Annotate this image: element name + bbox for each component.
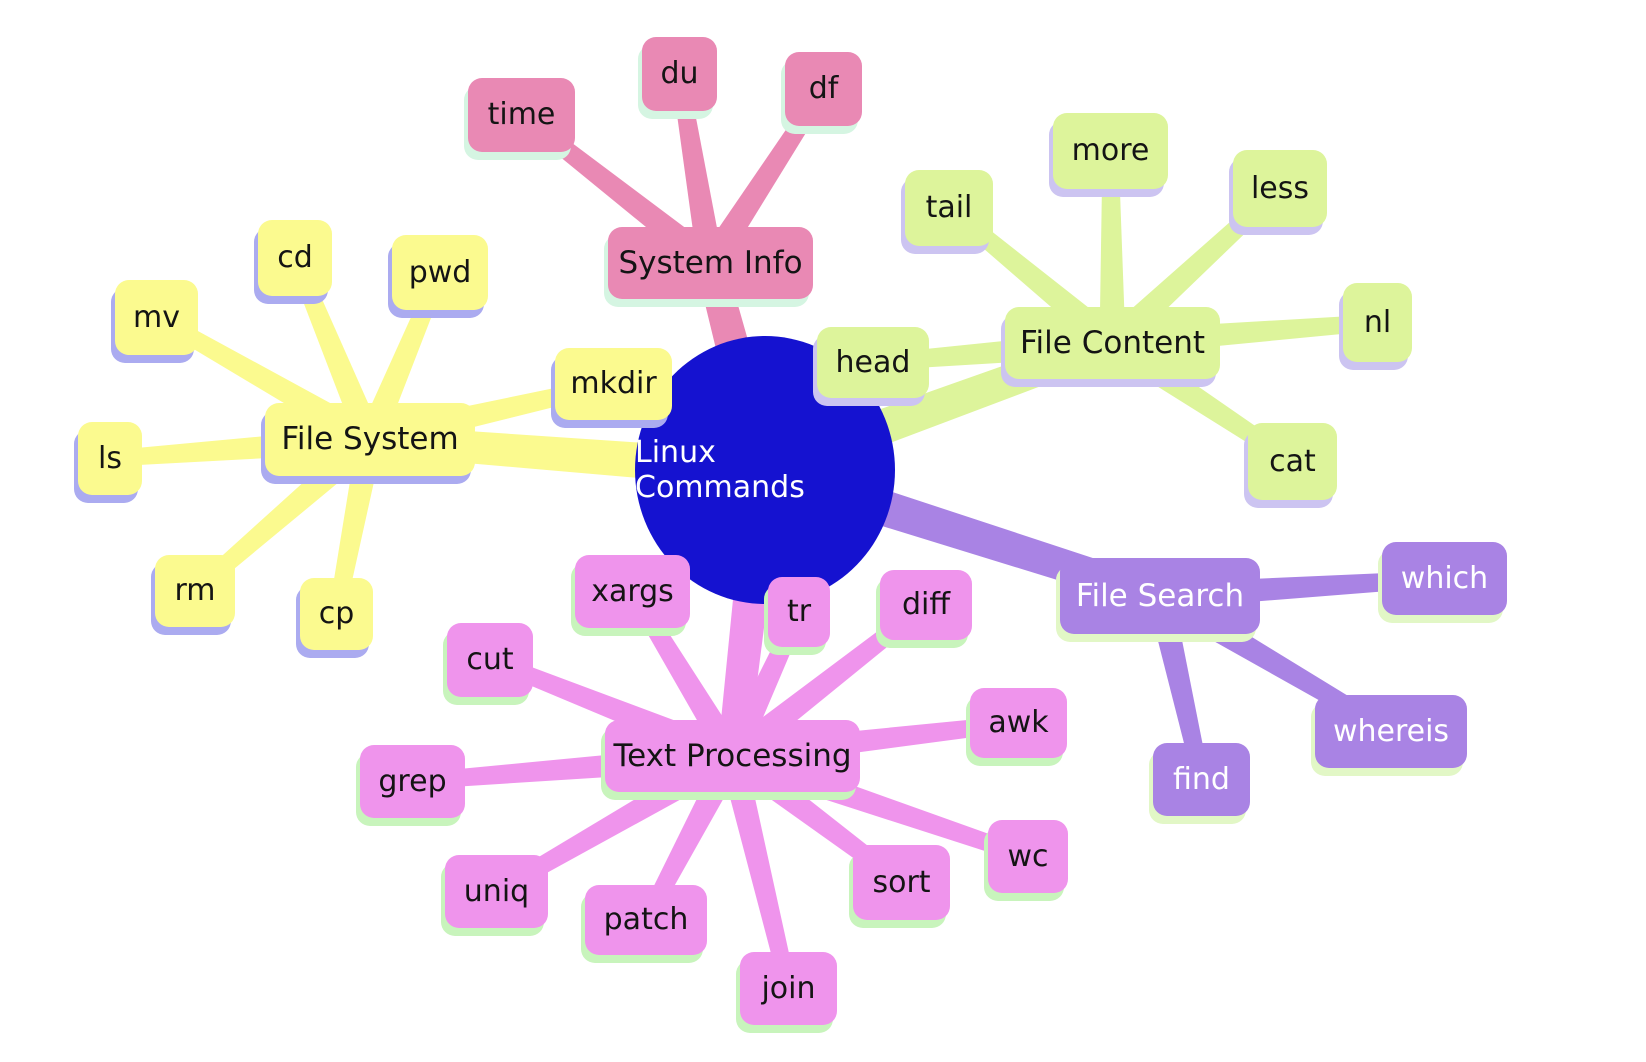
leaf-node-cp[interactable]: cp (300, 578, 373, 650)
more-label: more (1071, 133, 1150, 168)
mv-label: mv (133, 299, 180, 335)
leaf-node-ls[interactable]: ls (78, 422, 142, 495)
diff-label: diff (901, 587, 951, 622)
cd-label: cd (277, 240, 313, 275)
leaf-node-cd[interactable]: cd (258, 220, 332, 296)
grep-label: grep (378, 763, 447, 799)
edge-text-processing-patch (638, 749, 744, 924)
edge-system-info-du (671, 72, 724, 266)
leaf-node-pwd[interactable]: pwd (392, 235, 488, 310)
which-label: which (1400, 560, 1489, 596)
branch-node-system-info[interactable]: System Info (608, 227, 813, 299)
leaf-node-du[interactable]: du (642, 37, 717, 111)
awk-label: awk (988, 705, 1049, 740)
sort-label: sort (872, 864, 931, 900)
leaf-node-mkdir[interactable]: mkdir (555, 348, 672, 420)
time-label: time (487, 97, 556, 132)
wc-label: wc (1007, 838, 1049, 874)
file-system-label: File System (281, 421, 459, 457)
leaf-node-uniq[interactable]: uniq (445, 855, 548, 928)
file-search-label: File Search (1075, 577, 1245, 614)
ls-label: ls (98, 440, 122, 476)
leaf-node-tail[interactable]: tail (905, 170, 993, 246)
tail-label: tail (925, 190, 973, 225)
leaf-node-rm[interactable]: rm (155, 555, 235, 627)
edge-text-processing-join (719, 753, 797, 991)
join-label: join (761, 970, 816, 1006)
leaf-node-less[interactable]: less (1233, 150, 1327, 227)
leaf-node-nl[interactable]: nl (1343, 283, 1412, 362)
leaf-node-find[interactable]: find (1153, 743, 1250, 816)
leaf-node-grep[interactable]: grep (360, 745, 465, 818)
leaf-node-xargs[interactable]: xargs (575, 555, 690, 628)
leaf-node-sort[interactable]: sort (853, 845, 950, 920)
cut-label: cut (466, 642, 514, 677)
df-label: df (808, 71, 839, 106)
edge-text-processing-xargs (625, 587, 744, 763)
pwd-label: pwd (408, 254, 472, 290)
leaf-node-head[interactable]: head (817, 327, 929, 398)
leaf-node-cat[interactable]: cat (1248, 423, 1337, 500)
edge-system-info-df (699, 84, 831, 271)
leaf-node-more[interactable]: more (1053, 113, 1168, 189)
leaf-node-wc[interactable]: wc (988, 820, 1068, 893)
head-label: head (835, 344, 911, 380)
leaf-node-mv[interactable]: mv (115, 280, 198, 355)
leaf-node-tr[interactable]: tr (768, 577, 830, 647)
find-label: find (1173, 761, 1230, 797)
uniq-label: uniq (463, 873, 530, 909)
branch-node-file-content[interactable]: File Content (1005, 307, 1220, 379)
patch-label: patch (603, 902, 689, 937)
cat-label: cat (1269, 443, 1316, 479)
leaf-node-which[interactable]: which (1382, 542, 1507, 615)
rm-label: rm (174, 573, 216, 608)
less-label: less (1250, 170, 1310, 206)
leaf-node-cut[interactable]: cut (447, 623, 533, 697)
branch-node-file-search[interactable]: File Search (1060, 558, 1260, 634)
whereis-label: whereis (1332, 713, 1450, 749)
leaf-node-df[interactable]: df (785, 52, 862, 126)
edge-file-search-find (1147, 593, 1210, 782)
file-content-label: File Content (1019, 324, 1206, 361)
tr-label: tr (786, 594, 812, 629)
central-topic-label: Linux Commands (635, 435, 805, 505)
branch-node-file-system[interactable]: File System (265, 403, 475, 476)
edge-file-content-more (1099, 150, 1126, 344)
system-info-label: System Info (618, 244, 803, 281)
leaf-node-join[interactable]: join (740, 952, 837, 1025)
du-label: du (660, 56, 699, 91)
edge-file-system-cd (287, 254, 382, 445)
text-processing-label: Text Processing (613, 737, 852, 774)
cp-label: cp (318, 596, 355, 631)
branch-node-text-processing[interactable]: Text Processing (605, 720, 860, 792)
leaf-node-patch[interactable]: patch (585, 885, 707, 955)
mkdir-label: mkdir (570, 366, 657, 401)
edge-file-system-cp (328, 437, 383, 616)
leaf-node-whereis[interactable]: whereis (1315, 695, 1467, 768)
nl-label: nl (1363, 304, 1392, 340)
edge-file-system-pwd (358, 269, 448, 445)
leaf-node-awk[interactable]: awk (970, 688, 1067, 758)
leaf-node-diff[interactable]: diff (880, 570, 972, 640)
leaf-node-time[interactable]: time (468, 78, 575, 152)
xargs-label: xargs (591, 573, 674, 609)
